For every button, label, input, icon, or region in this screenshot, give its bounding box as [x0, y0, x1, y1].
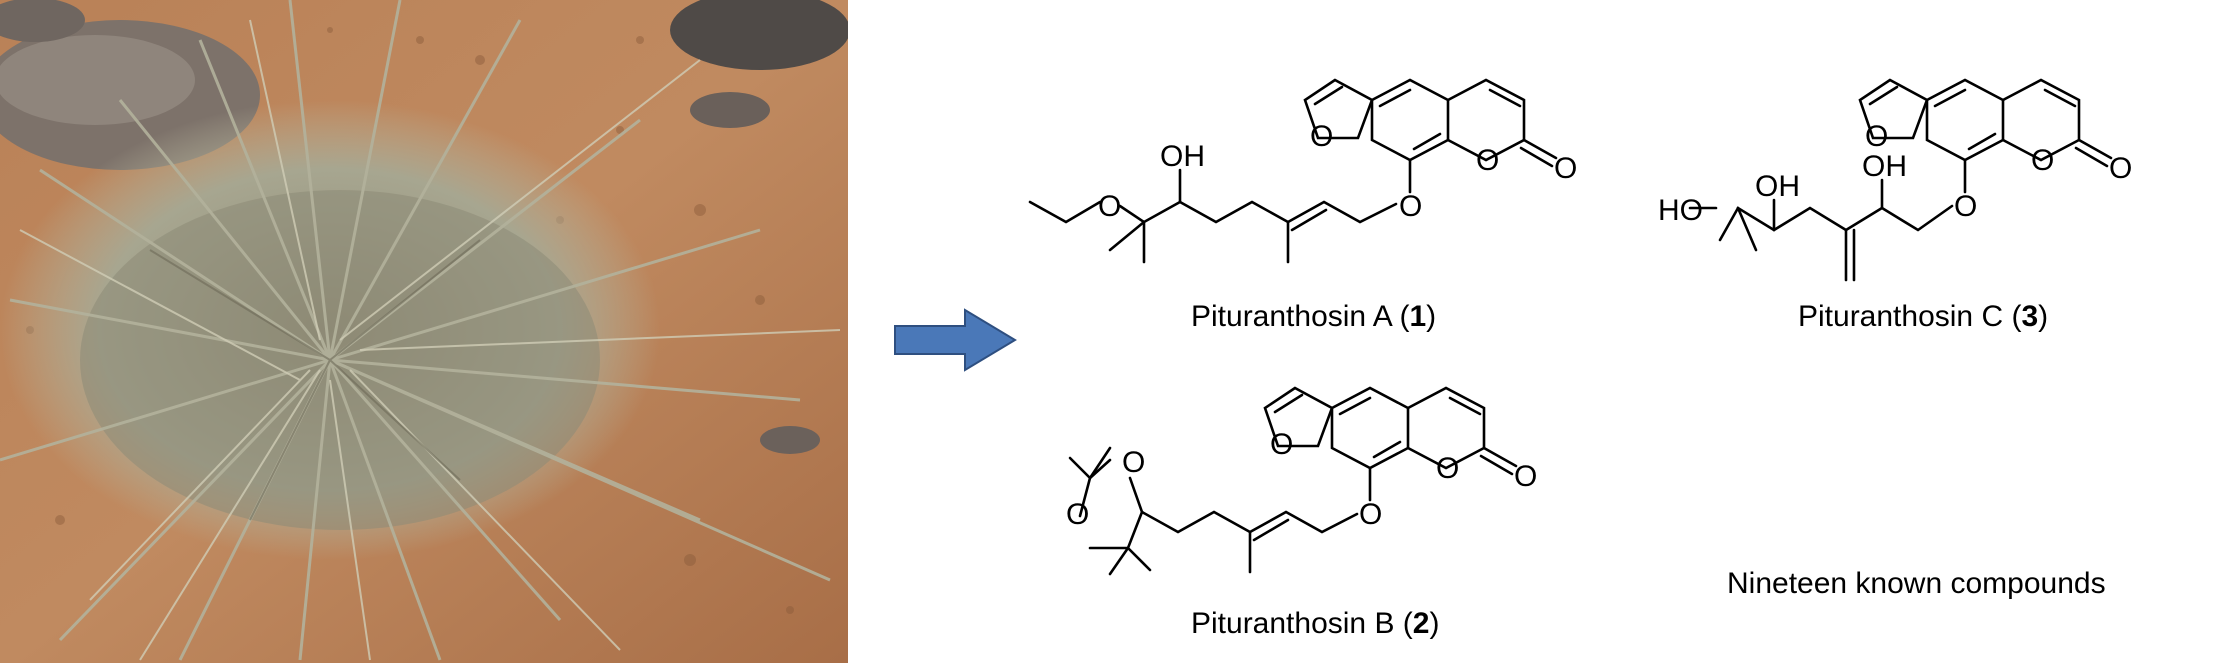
atom-o: O	[1310, 120, 1333, 153]
atom-o: O	[1865, 120, 1888, 153]
atom-o: O	[1436, 452, 1459, 485]
atom-ho: HO	[1658, 194, 1703, 227]
atom-o: O	[1514, 460, 1537, 493]
compound-2-caption: Pituranthosin B (2)	[1191, 607, 1440, 640]
atom-oh: OH	[1862, 150, 1907, 183]
known-compounds-note: Nineteen known compounds	[1727, 567, 2106, 600]
compound-3-name: Pituranthosin C	[1798, 300, 2004, 333]
compound-3-structure: O O O O OH OH HO	[1658, 40, 2200, 300]
compound-1-number: 1	[1409, 300, 1427, 333]
compound-3-number: 3	[2021, 300, 2039, 333]
right-arrow-icon	[893, 308, 1017, 372]
atom-oh: OH	[1160, 140, 1205, 173]
atom-o: O	[2109, 152, 2132, 185]
compound-2-structure: O O O O O O	[1066, 348, 1630, 588]
atom-o: O	[1270, 428, 1293, 461]
atom-o: O	[1122, 446, 1145, 479]
compound-1-structure: O O O O O OH	[1028, 40, 1650, 280]
atom-o: O	[1554, 152, 1577, 185]
compound-1-caption: Pituranthosin A (1)	[1191, 300, 1437, 333]
compound-2-number: 2	[1412, 607, 1430, 640]
atom-o: O	[2031, 144, 2054, 177]
plant-photo-image	[0, 0, 848, 663]
atom-o: O	[1066, 498, 1089, 531]
atom-o: O	[1476, 144, 1499, 177]
compound-3-caption: Pituranthosin C (3)	[1798, 300, 2049, 333]
compound-2-name: Pituranthosin B	[1191, 607, 1395, 640]
plant-photo	[0, 0, 848, 663]
compound-1-name: Pituranthosin A	[1191, 300, 1392, 333]
atom-oh: OH	[1755, 170, 1800, 203]
atom-o: O	[1399, 190, 1422, 223]
atom-o: O	[1359, 498, 1382, 531]
atom-o: O	[1098, 190, 1121, 223]
atom-o: O	[1954, 190, 1977, 223]
